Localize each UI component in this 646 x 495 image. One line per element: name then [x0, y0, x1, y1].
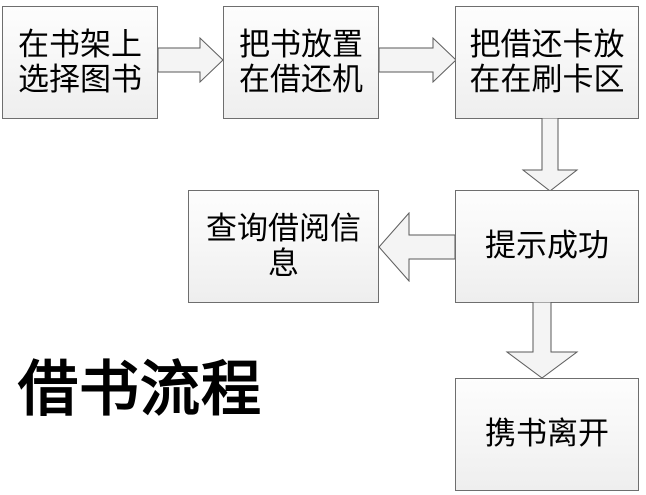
flow-node-leave-book-label: 携书离开: [485, 416, 609, 452]
flow-node-leave-book[interactable]: 携书离开: [455, 378, 639, 491]
flow-node-select-book-label: 在书架上选择图书: [18, 26, 142, 97]
flow-arrow-swipe-card-to-prompt-ok: [521, 118, 579, 192]
flow-node-prompt-ok-label: 提示成功: [485, 228, 609, 264]
flow-arrow-prompt-ok-to-query-info: [378, 212, 456, 282]
flow-arrow-place-book-to-swipe-card: [379, 36, 457, 84]
flow-arrow-select-book-to-place-book: [158, 36, 224, 84]
flow-node-query-info[interactable]: 查询借阅信息: [188, 190, 379, 303]
diagram-title: 借书流程: [18, 355, 262, 425]
flow-node-query-info-label: 查询借阅信息: [206, 210, 361, 281]
flow-node-place-book-label: 把书放置在借还机: [239, 26, 363, 97]
flow-node-prompt-ok[interactable]: 提示成功: [455, 190, 639, 303]
flow-node-swipe-card[interactable]: 把借还卡放在在刷卡区: [455, 6, 639, 119]
flow-node-swipe-card-label: 把借还卡放在在刷卡区: [469, 26, 625, 97]
flow-node-place-book[interactable]: 把书放置在借还机: [223, 6, 379, 119]
flow-node-select-book[interactable]: 在书架上选择图书: [2, 6, 158, 119]
flow-arrow-prompt-ok-to-leave-book: [505, 302, 579, 379]
